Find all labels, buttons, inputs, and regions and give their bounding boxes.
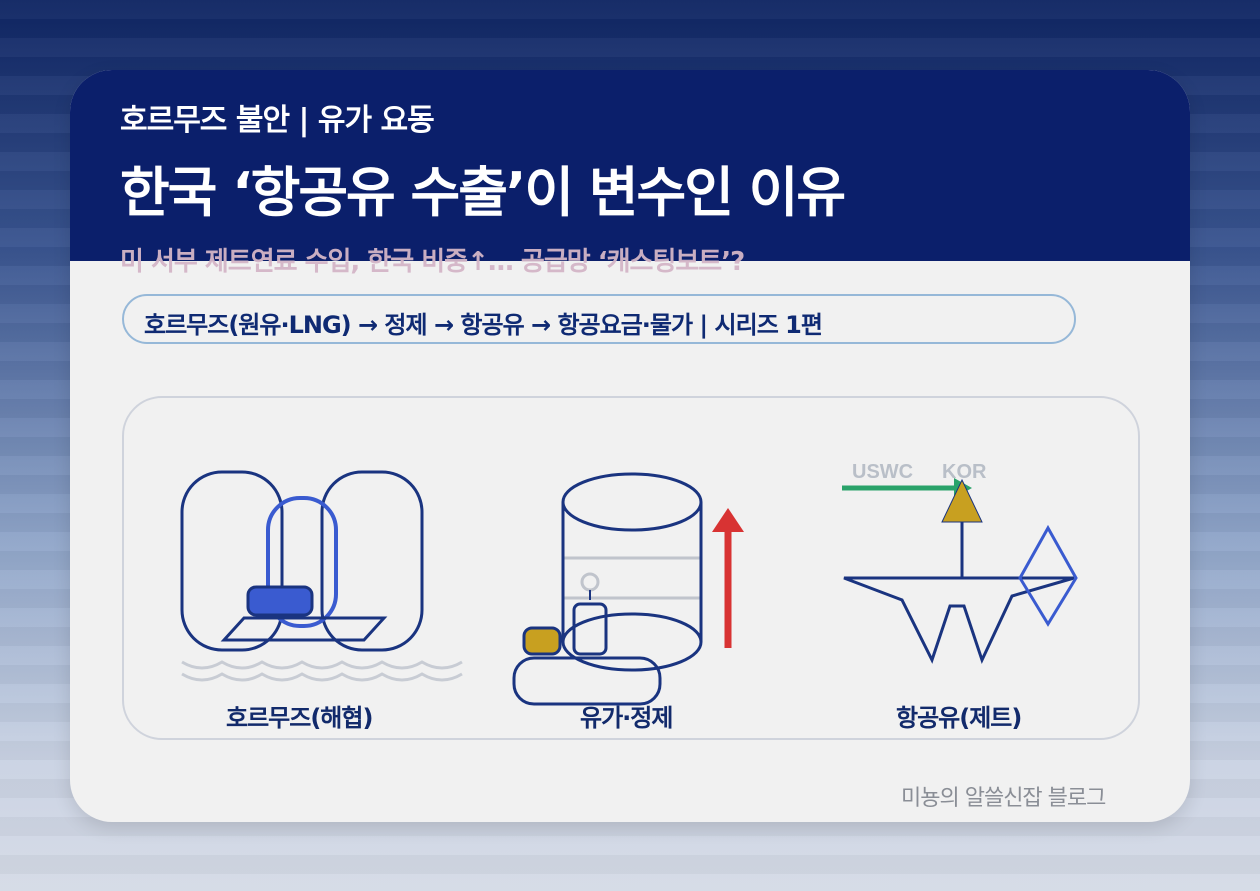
strait-icon: [180, 470, 463, 682]
route-to-label: KOR: [942, 461, 987, 483]
page-subtitle: 미 서부 제트연료 수입, 한국 비중↑… 공급망 ‘캐스팅보트’?: [120, 247, 745, 277]
card-header: [70, 70, 1190, 261]
jet-aircraft-icon: [843, 522, 1078, 665]
caption-oil-refining: 유가·정제: [580, 704, 673, 732]
flow-pill: 호르무즈(원유·LNG) → 정제 → 항공유 → 항공요금·물가 | 시리즈 …: [122, 294, 1076, 344]
route-from-label: USWC: [852, 461, 913, 483]
flow-text: 호르무즈(원유·LNG) → 정제 → 항공유 → 항공요금·물가 | 시리즈 …: [144, 311, 823, 339]
location-marker-icon: [941, 478, 983, 523]
main-card: 호르무즈 불안 | 유가 요동 한국 ‘항공유 수출’이 변수인 이유 미 서부…: [70, 70, 1190, 822]
caption-strait: 호르무즈(해협): [226, 704, 373, 732]
refinery-tank-icon: [512, 472, 703, 706]
caption-jet-fuel: 항공유(제트): [896, 704, 1022, 732]
illustration-panel: USWC KOR 호르무즈(해협) 유가·정제 항공유(제트): [122, 396, 1140, 740]
kicker: 호르무즈 불안 | 유가 요동: [120, 103, 435, 138]
blog-credit: 미뇽의 알쓸신잡 블로그: [901, 786, 1106, 811]
price-up-arrow: [712, 508, 744, 648]
illustration-svg: USWC KOR: [180, 461, 1078, 706]
page-title: 한국 ‘항공유 수출’이 변수인 이유: [120, 161, 846, 224]
